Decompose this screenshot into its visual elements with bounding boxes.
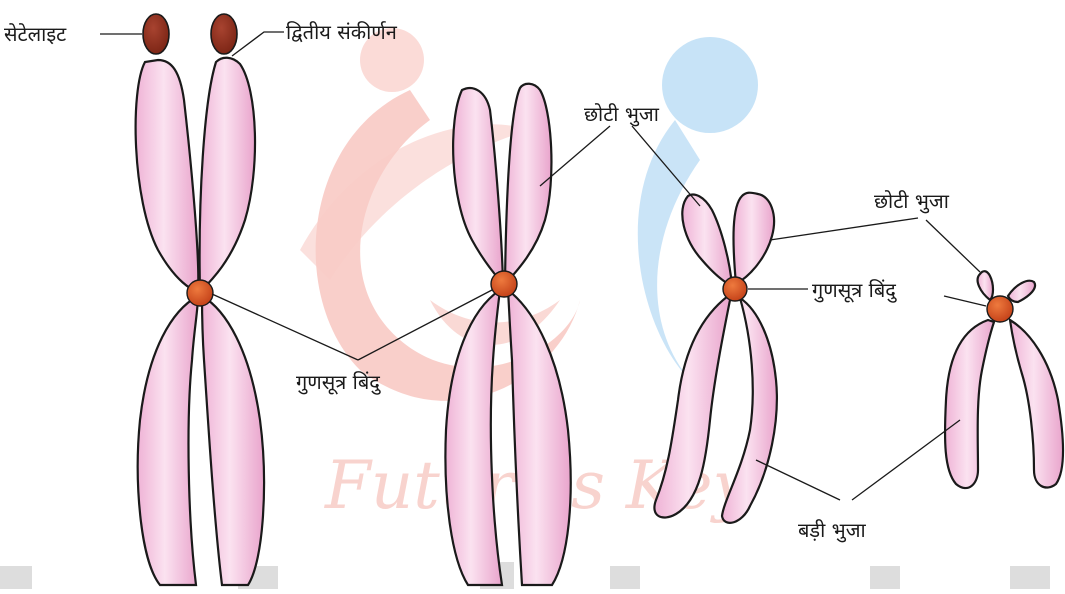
lower-arm-left [445, 290, 502, 585]
upper-arm-right [200, 58, 255, 292]
chromosome-4 [945, 271, 1063, 488]
label-long-arm: बड़ी भुजा [798, 518, 867, 543]
label-centromere-2: गुणसूत्र बिंदु [812, 278, 897, 303]
centromere [987, 296, 1013, 322]
upper-arm-left [453, 88, 503, 284]
leader-short-arm-2a [770, 218, 918, 240]
leader-centromere-2b [944, 296, 986, 306]
centromere [187, 280, 213, 306]
chromosome-1 [136, 14, 264, 585]
label-centromere-1: गुणसूत्र बिंदु [296, 370, 381, 395]
leader-long-arm-a [756, 460, 840, 500]
short-arm-left [682, 195, 732, 286]
long-arm-right [722, 298, 777, 523]
short-arm-right [1008, 281, 1035, 302]
long-arm-right [1010, 320, 1063, 488]
centromere [491, 271, 517, 297]
short-arm-left [978, 271, 993, 300]
upper-arm-left [136, 60, 199, 292]
short-arm-right [734, 193, 775, 284]
lower-arm-left [138, 296, 198, 585]
leader-secondary-constriction [232, 32, 284, 56]
label-short-arm-2: छोटी भुजा [874, 189, 950, 214]
label-secondary-constriction: द्वितीय संकीर्णन [286, 20, 398, 44]
satellite-right [211, 14, 237, 54]
label-satellite: सेटेलाइट [4, 22, 67, 46]
centromere [723, 277, 747, 301]
satellite-left [143, 14, 169, 54]
leader-short-arm-2b [926, 220, 980, 272]
leader-long-arm-b [852, 420, 960, 500]
label-short-arm-1: छोटी भुजा [584, 102, 660, 127]
long-arm-left [945, 320, 994, 488]
lower-arm-right [202, 296, 264, 585]
upper-arm-right [505, 84, 551, 284]
